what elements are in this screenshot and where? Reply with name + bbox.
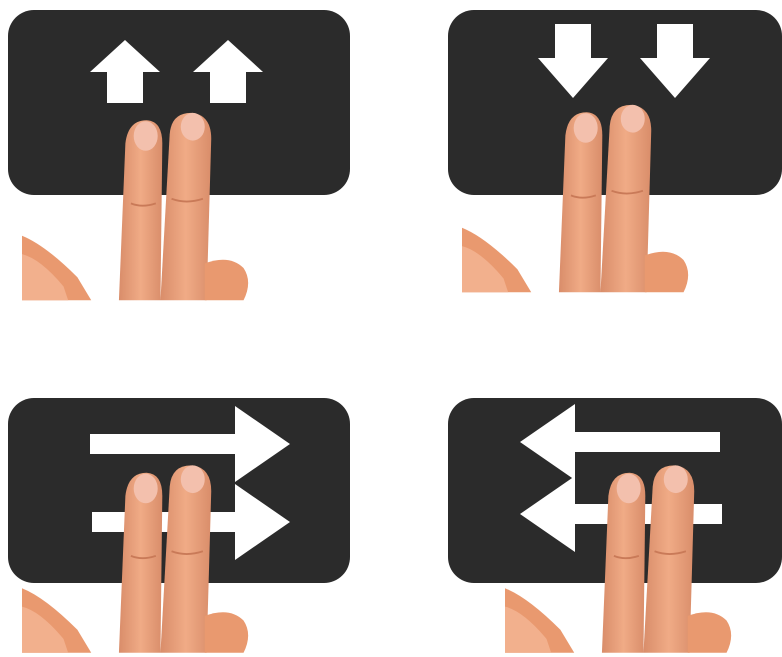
gesture-swipe-down <box>440 0 782 310</box>
gesture-swipe-left <box>440 390 782 657</box>
gesture-swipe-up <box>0 0 360 310</box>
gesture-swipe-right <box>0 390 360 657</box>
